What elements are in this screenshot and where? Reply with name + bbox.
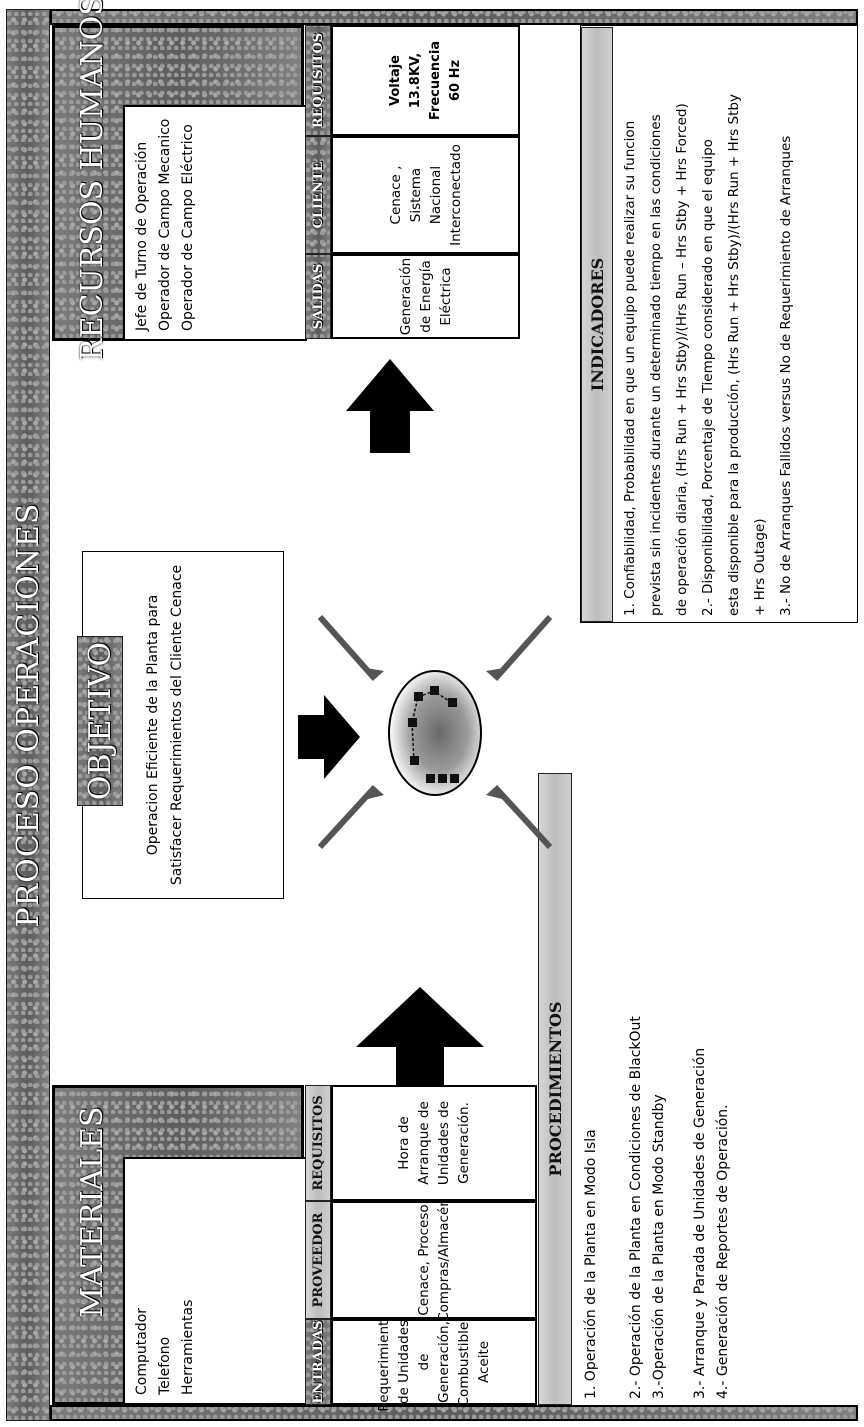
materiales-item: Herramientas bbox=[180, 1299, 196, 1395]
right-stone-strip bbox=[50, 9, 858, 25]
recursos-humanos-header: RECURSOS HUMANOS bbox=[74, 0, 110, 361]
process-core-icon bbox=[388, 670, 482, 796]
salidas-table: SALIDAS CLIENTE REQUISITOS Generación de… bbox=[305, 25, 520, 339]
procedimiento-item: 2.- Operación de la Planta en Condicione… bbox=[628, 1016, 644, 1399]
page-title-bar: PROCESO OPERACIONES bbox=[6, 9, 50, 1421]
indicador-line: 3.- No de Arranques Fallidos versus No d… bbox=[778, 135, 794, 616]
requisitos-header-entradas: REQUISITOS bbox=[305, 1085, 331, 1201]
proveedor-header: PROVEEDOR bbox=[305, 1201, 331, 1319]
procedimiento-item: 4.- Generación de Reportes de Operación. bbox=[715, 1104, 731, 1399]
indicador-line: + Hrs Outage) bbox=[752, 518, 768, 616]
procedimiento-item: 3.-Operación de la Planta en Modo Standb… bbox=[651, 1094, 667, 1399]
input-arrow bbox=[356, 987, 484, 1087]
indicadores-list: 1. Confiabilidad, Probabilidad en que un… bbox=[617, 32, 799, 616]
objetivo-text: Operacion Eficiente de la Planta para Sa… bbox=[145, 564, 185, 886]
procedimiento-item: 3.- Arranque y Parada de Unidades de Gen… bbox=[692, 1047, 708, 1399]
indicador-line: 2.- Disponibilidad, Porcentaje de Tiempo… bbox=[700, 139, 716, 616]
process-flow-graphic bbox=[298, 359, 553, 1087]
recursos-humanos-list: Jefe de Turno de Operación Operador de C… bbox=[123, 105, 307, 341]
materiales-item: Telefono bbox=[157, 1336, 173, 1395]
requisitos-cell-entradas: Hora de Arranque de Unidades de Generaci… bbox=[331, 1085, 537, 1201]
procedimientos-list: 1. Operación de la Planta en Modo Isla 2… bbox=[580, 779, 735, 1399]
indicador-line: esta disponible para la producción, (Hrs… bbox=[726, 94, 742, 616]
recurso-item: Operador de Campo Eléctrico bbox=[180, 124, 196, 331]
indicador-line: de operación diaria, (Hrs Run + Hrs Stby… bbox=[674, 103, 690, 616]
proveedor-cell: Cenace, Proceso Compras/Almacén bbox=[331, 1198, 537, 1322]
indicador-line: prevista sin incidentes durante un deter… bbox=[648, 114, 664, 616]
objetivo-panel: OBJETIVO Operacion Eficiente de la Plant… bbox=[77, 551, 284, 899]
indicadores-panel: INDICADORES 1. Confiabilidad, Probabilid… bbox=[580, 25, 858, 623]
recursos-humanos-panel: RECURSOS HUMANOS Jefe de Turno de Operac… bbox=[52, 0, 307, 361]
page-title: PROCESO OPERACIONES bbox=[10, 502, 46, 928]
entradas-cell: Requerimiento de Unidades de Generación,… bbox=[331, 1312, 537, 1412]
indicador-line: 1. Confiabilidad, Probabilidad en que un… bbox=[622, 120, 638, 616]
cliente-cell: Cenace , Sistema Nacional Interconectado bbox=[331, 136, 520, 254]
diagonal-arrows bbox=[317, 615, 553, 850]
entradas-table: ENTRADAS PROVEEDOR REQUISITOS Requerimie… bbox=[305, 1085, 537, 1412]
objetivo-down-arrow bbox=[298, 695, 360, 779]
recurso-item: Jefe de Turno de Operación bbox=[134, 141, 150, 331]
materiales-panel: MATERIALES Computador Telefono Herramien… bbox=[52, 1085, 307, 1405]
materiales-item: Computador bbox=[134, 1307, 150, 1395]
output-arrow bbox=[346, 359, 434, 453]
entradas-header: ENTRADAS bbox=[305, 1319, 331, 1405]
materiales-list: Computador Telefono Herramientas bbox=[123, 1157, 307, 1405]
materiales-header: MATERIALES bbox=[74, 1106, 110, 1318]
requisitos-cell-salidas: Voltaje 13.8KV, Frecuencia 60 Hz bbox=[331, 25, 520, 136]
cliente-header: CLIENTE bbox=[305, 136, 331, 254]
objetivo-header: OBJETIVO bbox=[77, 636, 123, 806]
requisitos-header-salidas: REQUISITOS bbox=[305, 25, 331, 136]
recurso-item: Operador de Campo Mecanico bbox=[157, 118, 173, 331]
